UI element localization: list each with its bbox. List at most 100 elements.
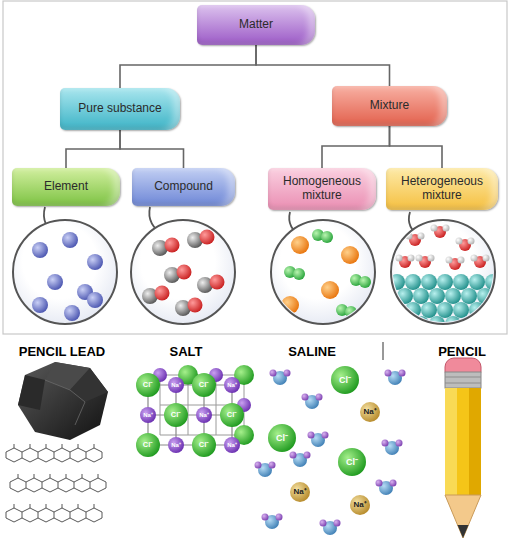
heterogeneous-particles	[469, 302, 485, 318]
element-particles	[64, 305, 80, 321]
heterogeneous-particles	[397, 288, 413, 304]
ion-label: Cl⁻	[227, 411, 238, 419]
saline-solution	[290, 482, 310, 502]
element-particles	[87, 292, 103, 308]
pencil-drawing	[445, 495, 481, 538]
heterogeneous-particles	[485, 274, 501, 290]
box-label: Element	[44, 180, 88, 194]
saline-solution	[382, 440, 403, 456]
pencil-drawing	[445, 377, 481, 383]
pencil-drawing	[445, 388, 457, 495]
compound-molecules	[175, 298, 203, 317]
heterogeneous-particles	[421, 302, 437, 318]
heterogeneous-particles	[445, 316, 461, 332]
graphene-sheets	[6, 504, 102, 522]
graphene-sheets	[6, 444, 102, 462]
element-particles	[62, 232, 78, 248]
saline-solution	[308, 432, 329, 448]
graphite-rock	[45, 380, 85, 425]
heterogeneous-particles	[413, 316, 429, 332]
box-label: Heterogeneous mixture	[394, 175, 490, 203]
compound-molecules	[197, 275, 225, 294]
heterogeneous-particles	[429, 288, 445, 304]
compound-molecules	[131, 220, 235, 324]
heterogeneous-particles	[431, 225, 450, 239]
tree-connector	[256, 45, 390, 86]
salt-lattice	[136, 373, 160, 397]
heterogeneous-particles	[471, 255, 490, 269]
saline-solution	[262, 514, 283, 530]
homogeneous-particles	[281, 296, 299, 314]
saline-solution	[331, 366, 359, 394]
category-box: Pure substance	[60, 88, 180, 130]
saline-solution	[385, 370, 406, 386]
heterogeneous-particles	[405, 274, 421, 290]
salt-lattice	[168, 437, 184, 453]
homogeneous-particles	[341, 246, 359, 264]
compound-molecules	[142, 230, 225, 317]
compound-molecules	[164, 265, 192, 284]
homogeneous-particles	[291, 236, 309, 254]
element-particles	[32, 297, 48, 313]
tree-connector	[390, 126, 443, 168]
salt-lattice	[160, 375, 244, 435]
saline-solution	[255, 462, 276, 478]
box-label: Compound	[154, 180, 213, 194]
ion-label: Na⁺	[353, 501, 366, 509]
heterogeneous-particles	[453, 302, 469, 318]
heterogeneous-particles	[461, 316, 477, 332]
ion-label: Na⁺	[363, 408, 376, 416]
salt-lattice	[136, 433, 160, 457]
salt-lattice	[136, 365, 254, 457]
homogeneous-particles	[312, 229, 333, 243]
ion-label: Cl⁻	[276, 434, 288, 443]
box-label: Homogeneous mixture	[276, 175, 368, 203]
element-particles	[32, 232, 103, 321]
tree-connector	[120, 45, 256, 88]
ion-label: Na⁺	[199, 412, 209, 418]
heterogeneous-particles	[406, 233, 425, 247]
compound-molecules	[131, 220, 235, 324]
heterogeneous-particles	[437, 302, 453, 318]
compound-molecules	[142, 286, 170, 305]
heterogeneous-particles	[416, 255, 435, 269]
saline-solution	[320, 520, 341, 536]
graphite-rock	[70, 368, 108, 402]
section-heading: SALINE	[288, 345, 336, 358]
homogeneous-particles	[281, 229, 371, 318]
saline-solution	[360, 402, 380, 422]
chart-panel	[3, 1, 507, 334]
section-heading: PENCIL	[438, 345, 486, 358]
ion-label: Na⁺	[227, 442, 237, 448]
graphene-sheets	[6, 444, 106, 522]
salt-lattice	[164, 403, 188, 427]
salt-lattice	[148, 385, 232, 445]
category-box: Homogeneous mixture	[268, 168, 376, 210]
tree-connector	[120, 130, 184, 168]
box-label: Pure substance	[78, 102, 161, 116]
homogeneous-particles	[321, 281, 339, 299]
category-box: Compound	[132, 168, 235, 206]
ion-label: Cl⁻	[199, 441, 210, 449]
heterogeneous-particles	[413, 288, 429, 304]
section-heading: PENCIL LEAD	[19, 345, 105, 358]
graphene-sheets	[10, 474, 106, 492]
salt-lattice	[224, 437, 240, 453]
heterogeneous-particles	[421, 274, 437, 290]
element-particles	[87, 254, 103, 270]
salt-lattice	[140, 407, 156, 423]
box-label: Mixture	[370, 99, 409, 113]
ion-label: Cl⁻	[339, 376, 351, 385]
heterogeneous-particles	[461, 288, 477, 304]
saline-solution	[350, 495, 370, 515]
pencil-drawing	[445, 372, 481, 388]
salt-lattice	[148, 385, 232, 445]
ion-label: Na⁺	[227, 382, 237, 388]
ion-label: Cl⁻	[143, 381, 154, 389]
heterogeneous-particles	[391, 220, 495, 324]
heterogeneous-particles	[437, 274, 453, 290]
graphite-rock	[18, 375, 45, 410]
ion-label: Na⁺	[171, 382, 181, 388]
saline-solution	[290, 452, 311, 468]
